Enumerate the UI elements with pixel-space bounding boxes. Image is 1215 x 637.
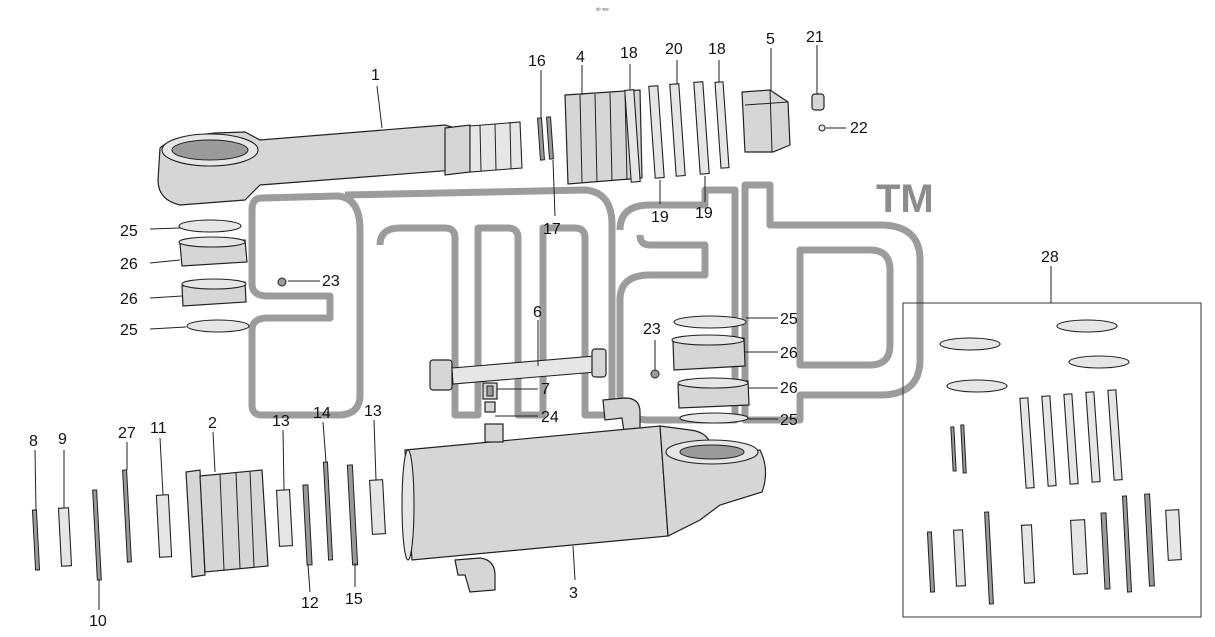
label-16: 16 — [528, 53, 546, 70]
right-grease-nipple — [650, 369, 660, 379]
left-grease-nipple — [277, 277, 287, 287]
part-5-nut — [741, 89, 791, 153]
part-3-cylinder-barrel — [401, 423, 767, 593]
part-7-24-fitting — [482, 382, 498, 413]
label-27: 27 — [118, 425, 136, 442]
label-2: 2 — [208, 415, 217, 432]
header-tiny-text: ᵒᵇ ˢᵉᵉ — [596, 7, 609, 14]
label-13b: 13 — [364, 403, 382, 420]
label-8: 8 — [29, 433, 38, 450]
label-25b: 25 — [120, 322, 138, 339]
seal-kit-box — [902, 302, 1202, 618]
left-bushings — [178, 219, 250, 333]
label-12: 12 — [301, 595, 319, 612]
label-26b: 26 — [120, 291, 138, 308]
label-15: 15 — [345, 591, 363, 608]
label-22: 22 — [850, 120, 868, 137]
label-19a: 19 — [651, 209, 669, 226]
label-20: 20 — [665, 41, 683, 58]
part-6-tube — [429, 348, 607, 391]
label-25c: 25 — [780, 311, 798, 328]
label-4: 4 — [576, 49, 585, 66]
label-24: 24 — [541, 409, 559, 426]
label-18a: 18 — [620, 45, 638, 62]
label-5: 5 — [766, 31, 775, 48]
part-1-piston-rod — [157, 121, 523, 206]
label-9: 9 — [58, 431, 67, 448]
label-17: 17 — [543, 221, 561, 238]
label-3: 3 — [569, 585, 578, 602]
label-23b: 23 — [643, 321, 661, 338]
label-6: 6 — [533, 304, 542, 321]
label-13a: 13 — [272, 413, 290, 430]
label-18b: 18 — [708, 41, 726, 58]
watermark-logo: TM — [248, 177, 934, 424]
label-1: 1 — [371, 67, 380, 84]
callout-labels: 1 16 4 18 20 18 5 21 22 17 19 19 25 26 2… — [29, 29, 1059, 630]
label-25a: 25 — [120, 223, 138, 240]
label-23a: 23 — [322, 273, 340, 290]
label-14: 14 — [313, 405, 331, 422]
label-26c: 26 — [780, 345, 798, 362]
part-18-20-rings — [624, 81, 730, 183]
label-26a: 26 — [120, 256, 138, 273]
part-16-17-seals — [537, 116, 554, 161]
left-seal-set — [31, 461, 386, 581]
label-7: 7 — [541, 381, 550, 398]
label-19b: 19 — [695, 205, 713, 222]
part-21-22-screw — [811, 93, 826, 132]
right-bushings — [671, 315, 750, 424]
elbow-fitting-top — [602, 397, 641, 433]
part-4-piston — [564, 89, 643, 185]
label-28: 28 — [1041, 249, 1059, 266]
label-10: 10 — [89, 613, 107, 630]
label-26d: 26 — [780, 380, 798, 397]
seal-kit-contents — [926, 319, 1182, 605]
leader-lines — [34, 45, 1052, 610]
watermark-tm: TM — [876, 177, 934, 221]
label-11: 11 — [150, 420, 167, 437]
label-25d: 25 — [780, 412, 798, 429]
part-2-gland — [185, 469, 269, 578]
label-21: 21 — [806, 29, 824, 46]
